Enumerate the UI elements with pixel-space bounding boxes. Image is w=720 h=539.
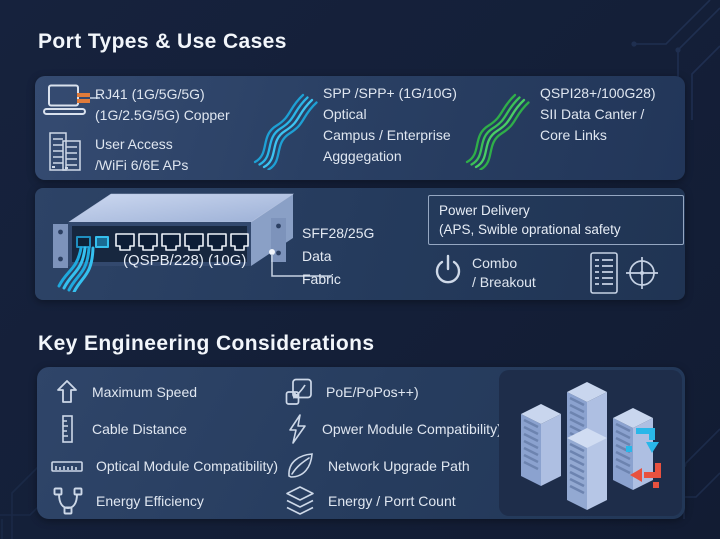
power-icon (432, 254, 464, 288)
port-list-icon (590, 252, 618, 294)
copper-speeds: RJ41 (1G/5G/5G) (95, 86, 205, 102)
leaf-icon (285, 452, 315, 480)
list-item: Cable Distance (55, 414, 187, 444)
consideration-label: Opwer Module Compatibility) (322, 421, 502, 437)
consideration-label: Maximum Speed (92, 384, 198, 400)
arrow-up-icon (55, 379, 79, 405)
list-item: Maximum Speed (55, 377, 197, 407)
callout-connector-line (269, 249, 332, 277)
consideration-label: Energy Efficiency (96, 493, 204, 509)
consideration-label: Optical Module Compatibility) (96, 458, 279, 474)
server-rack-icon (48, 132, 82, 172)
fiber-cable-green-icon (463, 88, 537, 170)
optical-use2: Agggegation (323, 148, 402, 164)
power-delivery-box: Power Delivery (APS, Swible oprational s… (428, 195, 684, 245)
server-cluster-inset (499, 370, 682, 516)
fabric-line-1: SFF28/25G (302, 225, 375, 241)
copper-medium: (1G/2.5G/5G) Copper (95, 107, 230, 123)
copper-use-text: User Access /WiFi 6/6E APs (95, 134, 188, 176)
combo-breakout-label: Combo / Breakout (472, 254, 536, 292)
ruler-vertical-icon (55, 415, 79, 443)
consideration-label: Network Upgrade Path (328, 458, 470, 474)
list-item: Energy / Porrt Count (285, 486, 456, 516)
consideration-label: Energy / Porrt Count (328, 493, 456, 509)
consideration-label: PoE/PoPos++) (326, 384, 419, 400)
glitch-arrow-red (630, 463, 661, 488)
considerations-panel: Maximum Speed Cable Distance Optical Mod… (37, 367, 685, 519)
connector-plug-icon (53, 487, 83, 515)
qsfp-speeds: QSPI28+/100G28) (540, 85, 656, 101)
list-item: Energy Efficiency (53, 486, 204, 516)
optical-medium: Optical (323, 106, 367, 122)
fabric-band-panel: (QSPB/228) (10G) SFF28/25G Data Fabric P… (35, 188, 685, 300)
switch-port-label: (QSPB/228) (10G) (123, 252, 247, 269)
power-box-line-2: (APS, Swible oprational safety (439, 222, 621, 237)
qsfp-use1: SII Data Canter / (540, 106, 645, 122)
glitch-arrow-cyan (626, 428, 659, 453)
layers-icon (285, 486, 315, 516)
fabric-label: SFF28/25G Data Fabric (302, 222, 374, 291)
optical-use1: Campus / Enterprise (323, 127, 451, 143)
list-item: Optical Module Compatibility) (51, 451, 278, 481)
laptop-ethernet-icon (43, 84, 101, 120)
server-cluster-illustration (521, 382, 661, 510)
optical-speeds: SPP /SPP+ (1G/10G) (323, 85, 457, 101)
combo-line-2: / Breakout (472, 274, 536, 290)
combo-line-1: Combo (472, 255, 518, 271)
fiber-cable-cyan-icon (251, 88, 325, 170)
power-box-line-1: Power Delivery (439, 203, 530, 218)
lightning-icon (287, 414, 309, 444)
copper-port-text: RJ41 (1G/5G/5G) (1G/2.5G/5G) Copper (95, 84, 230, 126)
poe-icon (285, 378, 313, 406)
fabric-line-2: Data (302, 248, 332, 264)
optical-port-text: SPP /SPP+ (1G/10G) Optical Campus / Ente… (323, 83, 457, 167)
section-title-engineering: Key Engineering Considerations (38, 332, 375, 355)
list-item: Opwer Module Compatibility) (287, 414, 502, 444)
consideration-label: Cable Distance (92, 421, 187, 437)
list-item: PoE/PoPos++) (285, 377, 419, 407)
fabric-line-3: Fabric (302, 271, 341, 287)
qsfp-use2: Core Links (540, 127, 607, 143)
ruler-horizontal-icon (51, 457, 83, 475)
port-types-panel: RJ41 (1G/5G/5G) (1G/2.5G/5G) Copper User… (35, 76, 685, 180)
copper-use2: /WiFi 6/6E APs (95, 157, 189, 173)
crosshair-icon (625, 256, 659, 290)
qsfp-port-text: QSPI28+/100G28) SII Data Canter / Core L… (540, 83, 656, 146)
copper-use1: User Access (95, 136, 173, 152)
network-switch-illustration (53, 192, 305, 292)
section-title-port-types: Port Types & Use Cases (38, 30, 287, 53)
list-item: Network Upgrade Path (285, 451, 470, 481)
